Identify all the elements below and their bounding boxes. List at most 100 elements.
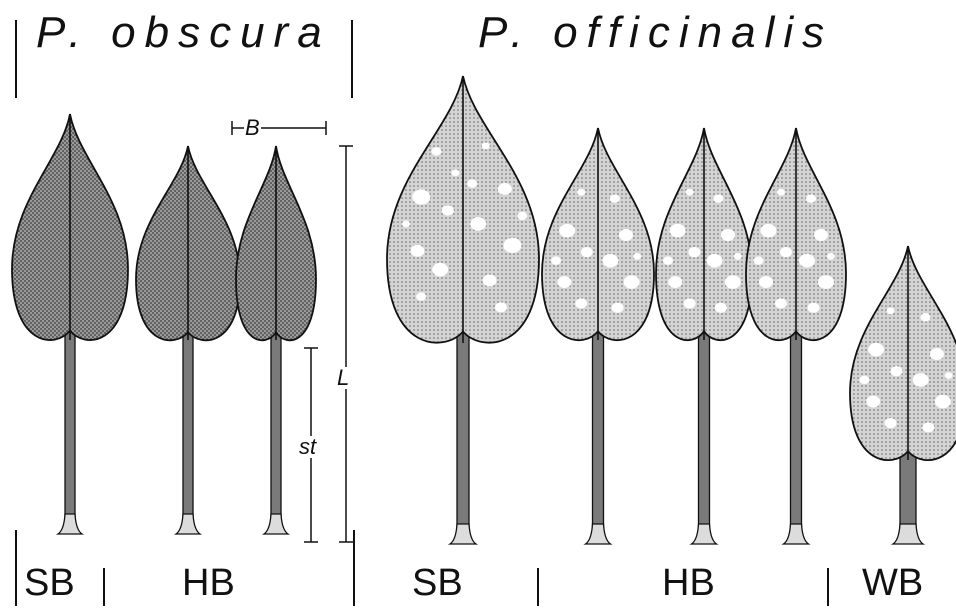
officinalis-hb-leaf-1-spot [575, 298, 587, 308]
officinalis-hb-leaf-3-stalk [791, 328, 802, 536]
breadth-label: B [244, 117, 261, 139]
officinalis-hb-leaf-3-spot [777, 189, 785, 196]
officinalis-hb-leaf-1-spot [577, 189, 585, 196]
officinalis-hb-leaf-3-spot [761, 224, 777, 238]
officinalis-sb-leaf-spot [470, 217, 486, 231]
group-label-obscura-hb: HB [182, 562, 235, 605]
group-label-officinalis-hb: HB [662, 562, 715, 605]
obscura-sb-leaf [12, 114, 128, 534]
officinalis-hb-leaf-3-spot [814, 229, 828, 241]
officinalis-hb-leaf-1-spot [619, 229, 633, 241]
officinalis-sb-leaf-spot [432, 263, 448, 277]
officinalis-wb-leaf-spot [930, 348, 944, 360]
officinalis-sb-leaf-spot [402, 221, 410, 228]
officinalis-hb-leaf-3-spot [827, 253, 835, 260]
officinalis-sb-leaf-spot [412, 189, 430, 204]
officinalis-sb-leaf-spot [410, 245, 424, 257]
obscura-hb-leaf-2-stalk [271, 328, 281, 526]
officinalis-hb-leaf-3-spot [806, 194, 816, 203]
officinalis-hb-leaf-2-spot [668, 276, 682, 288]
officinalis-hb-leaf-3-spot [759, 276, 773, 288]
officinalis-sb-leaf-spot [416, 292, 426, 301]
officinalis-wb-leaf-spot [913, 373, 929, 387]
officinalis-hb-leaf-2-spot [663, 256, 673, 265]
officinalis-hb-leaf-3 [746, 128, 846, 544]
officinalis-hb-leaf-2-spot [688, 247, 700, 257]
officinalis-hb-leaf-1-spot [551, 256, 561, 265]
officinalis-sb-leaf-spot [495, 302, 507, 312]
length-dimension-marker [339, 146, 353, 542]
officinalis-sb-leaf-spot [431, 147, 441, 156]
officinalis-hb-leaf-3-stalk-base [784, 524, 809, 544]
officinalis-hb-leaf-2 [656, 128, 752, 544]
officinalis-wb-leaf-spot [920, 313, 930, 322]
officinalis-hb-leaf-2-spot [713, 194, 723, 203]
officinalis-hb-leaf-1-spot [612, 303, 624, 313]
officinalis-hb-leaf-3-spot [799, 254, 815, 268]
obscura-hb-leaf-1-stalk [183, 328, 193, 526]
officinalis-wb-leaf-spot [945, 372, 953, 379]
officinalis-hb-leaf-1-stalk [593, 328, 604, 536]
officinalis-hb-leaf-2-spot [684, 298, 696, 308]
officinalis-hb-leaf-2-stalk [699, 328, 710, 536]
officinalis-hb-leaf-3-spot [780, 247, 792, 257]
officinalis-wb-leaf-spot [935, 395, 951, 409]
officinalis-hb-leaf-2-spot [670, 224, 686, 238]
stalk-label: st [298, 436, 317, 458]
officinalis-sb-leaf-spot [503, 238, 521, 253]
species-title-officinalis: P. officinalis [478, 8, 833, 58]
species-title-obscura: P. obscura [36, 8, 331, 58]
group-label-officinalis-wb: WB [862, 562, 923, 605]
officinalis-hb-leaf-1-stalk-base [586, 524, 611, 544]
officinalis-wb-leaf-spot [860, 376, 870, 385]
group-label-officinalis-sb: SB [412, 562, 463, 605]
leaves-group [12, 76, 956, 544]
officinalis-hb-leaf-3-spot [808, 303, 820, 313]
officinalis-hb-leaf-2-spot [725, 275, 741, 289]
officinalis-wb-leaf-spot [885, 418, 897, 428]
officinalis-hb-leaf-2-spot [721, 229, 735, 241]
officinalis-wb-leaf [850, 246, 956, 544]
officinalis-hb-leaf-3-spot [818, 275, 834, 289]
officinalis-hb-leaf-1-spot [610, 194, 620, 203]
obscura-hb-leaf-1 [136, 146, 240, 534]
officinalis-sb-leaf-spot [498, 183, 512, 195]
officinalis-sb-leaf-stalk-base [450, 524, 476, 544]
officinalis-hb-leaf-1-spot [624, 275, 640, 289]
officinalis-hb-leaf-1-spot [633, 253, 641, 260]
length-label: L [336, 367, 350, 389]
officinalis-hb-leaf-2-spot [734, 253, 742, 260]
officinalis-sb-leaf-spot [467, 179, 477, 188]
officinalis-sb-leaf-spot [483, 274, 497, 286]
group-label-obscura-sb: SB [24, 562, 75, 605]
officinalis-sb-leaf-spot [517, 212, 527, 221]
officinalis-sb-leaf-spot [451, 169, 459, 176]
officinalis-hb-leaf-2-spot [707, 254, 723, 268]
officinalis-hb-leaf-2-stalk-base [692, 524, 717, 544]
officinalis-wb-leaf-stalk [900, 448, 916, 536]
officinalis-sb-leaf-stalk [457, 331, 469, 536]
officinalis-wb-leaf-spot [922, 422, 934, 432]
officinalis-hb-leaf-2-spot [686, 189, 694, 196]
officinalis-sb-leaf-spot [482, 143, 490, 150]
officinalis-hb-leaf-2-spot [715, 303, 727, 313]
officinalis-sb-leaf-spot [442, 205, 454, 215]
officinalis-hb-leaf-1-spot [559, 224, 575, 238]
obscura-sb-leaf-stalk-base [58, 514, 82, 534]
obscura-sb-leaf-stalk [65, 328, 75, 526]
officinalis-hb-leaf-1 [542, 128, 654, 544]
officinalis-wb-leaf-spot [887, 307, 895, 314]
officinalis-hb-leaf-3-spot [775, 298, 787, 308]
officinalis-sb-leaf [387, 76, 539, 544]
officinalis-wb-leaf-spot [868, 343, 884, 357]
obscura-hb-leaf-2-stalk-base [264, 514, 288, 534]
officinalis-hb-leaf-1-spot [602, 254, 618, 268]
officinalis-wb-leaf-spot [866, 396, 880, 408]
obscura-hb-leaf-1-stalk-base [176, 514, 200, 534]
officinalis-wb-leaf-spot [890, 366, 902, 376]
officinalis-hb-leaf-1-spot [581, 247, 593, 257]
officinalis-hb-leaf-1-spot [557, 276, 571, 288]
officinalis-wb-leaf-stalk-base [893, 524, 923, 544]
